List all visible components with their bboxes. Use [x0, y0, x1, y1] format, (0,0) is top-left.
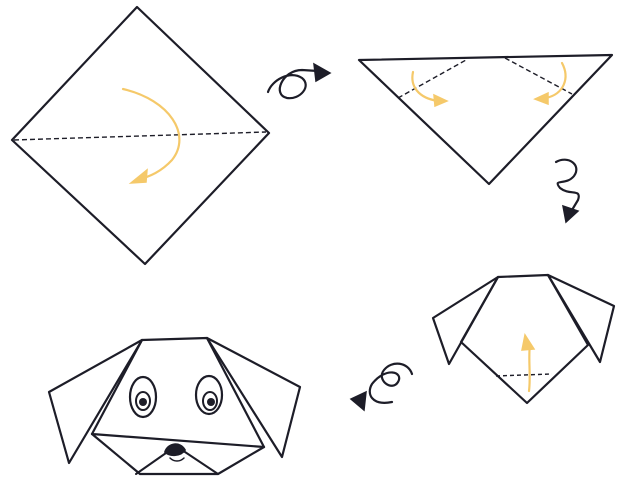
step-4-left-ear — [49, 340, 142, 463]
step-2-left-fold-arrow-icon — [412, 72, 447, 106]
step-3-fold-line — [496, 374, 552, 376]
left-eye-icon — [130, 377, 156, 417]
step-2-left-fold-line — [398, 60, 466, 98]
step-1-square — [12, 7, 269, 264]
loop-arrow-left-icon — [351, 364, 412, 410]
loop-arrow-right-icon — [268, 64, 330, 98]
step-4-dog-face — [49, 338, 300, 474]
right-eye-icon — [196, 376, 222, 414]
step-1-fold-line — [14, 132, 266, 140]
step-3-left-ear — [433, 277, 498, 364]
step-1-outline — [12, 7, 269, 264]
step-3-dog-head — [433, 275, 614, 403]
step-3-fold-arrow-icon — [522, 335, 534, 391]
step-3-right-ear — [548, 275, 614, 362]
nose-icon — [165, 444, 185, 461]
loop-arrow-down-icon — [556, 160, 579, 222]
step-2-right-fold-arrow-icon — [535, 63, 565, 104]
